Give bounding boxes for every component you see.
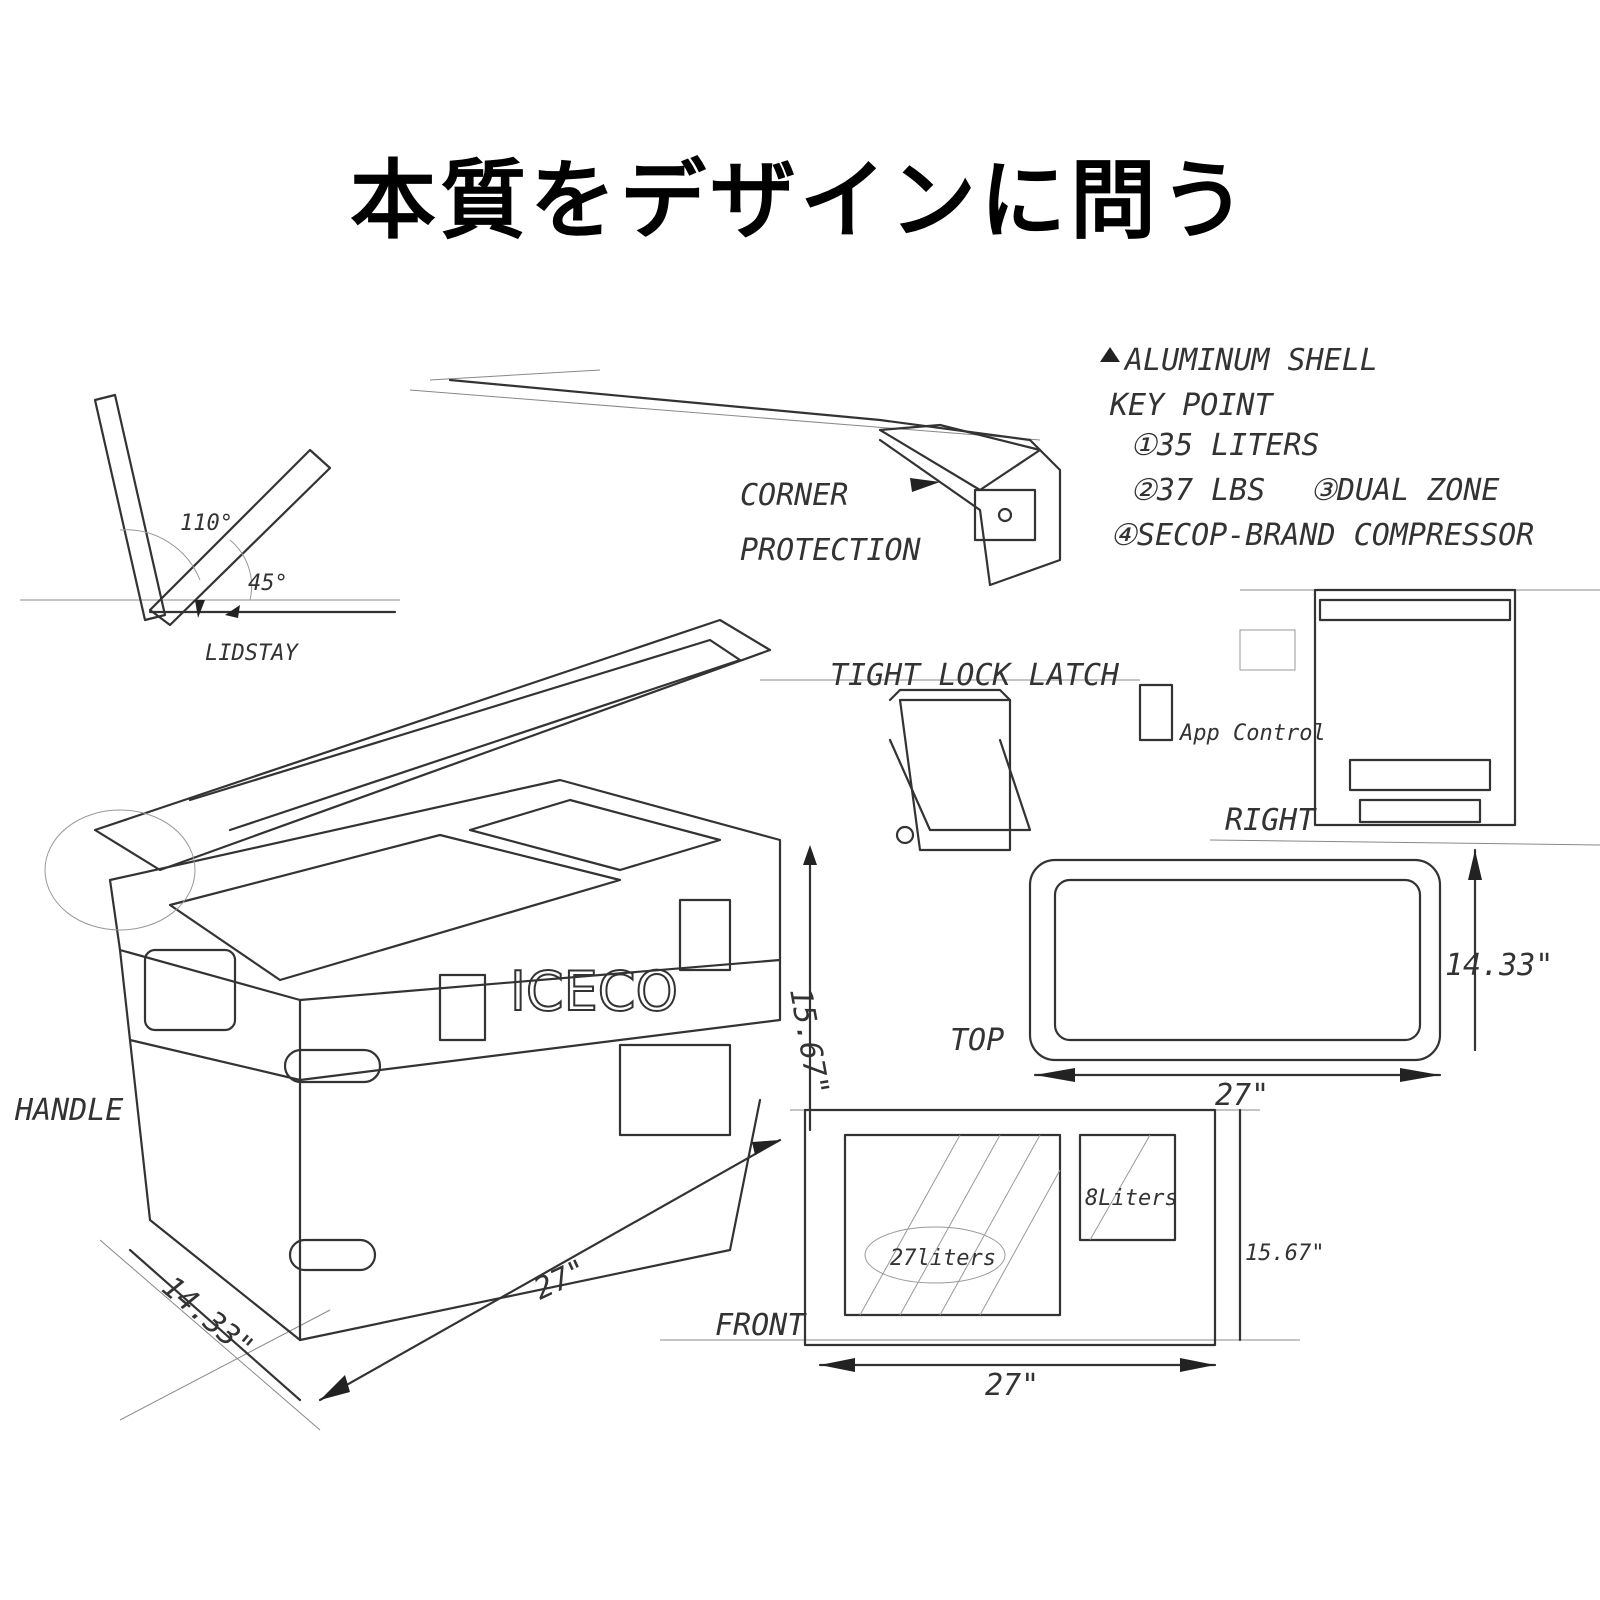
dim-depth-perspective: 14.33" xyxy=(155,1269,261,1365)
dim-width-perspective: 27" xyxy=(529,1253,593,1308)
lidstay-label: LIDSTAY xyxy=(205,641,299,666)
app-control-label: App Control xyxy=(1178,721,1326,746)
note-material: ALUMINUM SHELL xyxy=(1123,343,1378,378)
right-view-label: RIGHT xyxy=(1225,803,1317,838)
angle-110-label: 110° xyxy=(180,511,233,536)
top-view: TOP 27" 14.33" xyxy=(950,848,1553,1113)
dim-width-top: 27" xyxy=(1215,1078,1269,1113)
note-point-1: ①35 LITERS xyxy=(1130,428,1319,463)
brand-logo: ICECO xyxy=(510,960,678,1023)
note-point-4: ④SECOP-BRAND COMPRESSOR xyxy=(1110,518,1534,553)
corner-label-1: CORNER xyxy=(740,478,848,513)
key-notes: ALUMINUM SHELL KEY POINT ①35 LITERS ②37 … xyxy=(1100,343,1534,553)
latch-detail: TIGHT LOCK LATCH App Control xyxy=(830,658,1326,852)
right-view: RIGHT xyxy=(1225,588,1517,838)
zone-large-label: 27liters xyxy=(890,1246,996,1271)
note-point-2: ②37 LBS xyxy=(1130,473,1265,508)
zone-small-label: 8Liters xyxy=(1085,1186,1178,1211)
top-view-label: TOP xyxy=(950,1023,1004,1058)
lid-angle-sketch: 110° 45° LIDSTAY xyxy=(93,393,397,666)
perspective-cooler: ICECO 15.67" 14.33" 27" HANDLE xyxy=(14,618,835,1402)
corner-protection-detail: CORNER PROTECTION xyxy=(448,378,1062,587)
note-key-point: KEY POINT xyxy=(1109,388,1274,423)
front-view: 27liters 8Liters FRONT 27" 15.67" xyxy=(715,1108,1324,1403)
angle-45-label: 45° xyxy=(248,571,288,596)
dim-depth-top: 14.33" xyxy=(1445,948,1553,983)
handle-label: HANDLE xyxy=(14,1093,123,1128)
corner-label-2: PROTECTION xyxy=(740,533,922,568)
latch-label: TIGHT LOCK LATCH xyxy=(830,658,1120,693)
page-title: 本質をデザインに問う xyxy=(350,151,1250,251)
dim-height-perspective: 15.67" xyxy=(782,985,835,1098)
front-view-label: FRONT xyxy=(715,1308,807,1343)
dim-width-front: 27" xyxy=(985,1368,1039,1403)
note-point-3: ③DUAL ZONE xyxy=(1310,473,1499,508)
dim-height-front: 15.67" xyxy=(1245,1241,1324,1266)
